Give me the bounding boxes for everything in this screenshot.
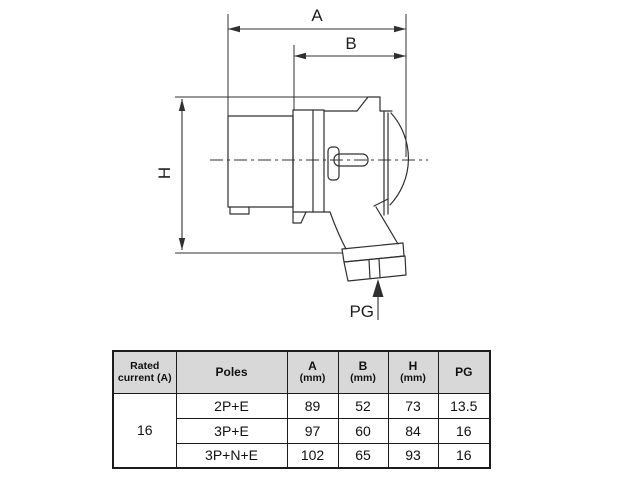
rear-box-foot: [229, 206, 250, 215]
table-row: 3P+N+E 102 65 93 16: [113, 442, 491, 469]
cell-b-0: 52: [337, 392, 389, 419]
pg-arrow-head: [372, 279, 384, 297]
header-b-mm: B (mm): [337, 350, 389, 394]
cell-b-1: 60: [337, 417, 389, 444]
dim-h-arrow-top: [178, 99, 186, 111]
dimension-h: H: [155, 96, 368, 254]
header-b-letter: B: [358, 358, 368, 373]
dimension-a: A: [227, 6, 407, 157]
cell-a-2: 102: [286, 442, 339, 469]
dim-b-arrow-left: [294, 52, 306, 60]
header-a-mm: A (mm): [286, 350, 339, 394]
header-poles: Poles: [175, 350, 288, 394]
header-rated-current: Rated current (A): [112, 350, 177, 394]
spout-shoulder: [373, 198, 389, 207]
gland-nut: [343, 255, 407, 282]
cell-poles-1: 3P+E: [175, 417, 288, 444]
latch-tab: [356, 96, 381, 112]
spout-left-edge: [329, 211, 347, 250]
cell-pg-2: 16: [437, 442, 491, 469]
dome-face-arc: [389, 112, 409, 206]
cell-a-0: 89: [286, 392, 339, 419]
gland-nut-facet-1: [368, 259, 371, 279]
header-b-unit: (mm): [350, 372, 376, 385]
cell-h-2: 93: [387, 442, 439, 469]
header-a-unit: (mm): [299, 372, 326, 385]
header-h-letter: H: [408, 358, 418, 373]
cell-poles-0: 2P+E: [175, 392, 288, 419]
cell-poles-2: 3P+N+E: [175, 442, 288, 469]
dim-a-arrow-left: [228, 25, 240, 33]
dim-b-arrow-right: [394, 52, 406, 60]
dim-h-label: H: [155, 167, 174, 179]
cell-h-1: 84: [387, 417, 439, 444]
dim-b-label: B: [345, 34, 356, 53]
header-a-letter: A: [308, 358, 317, 373]
pg-label: PG: [349, 302, 374, 321]
gland-nut-facet-2: [378, 258, 381, 278]
cell-rated-current: 16: [112, 392, 177, 469]
spout-right-edge: [375, 206, 399, 245]
rear-box: [227, 115, 294, 208]
pin-mount: [327, 146, 340, 181]
table-row: 3P+E 97 60 84 16: [113, 417, 491, 444]
collar-foot: [292, 211, 307, 224]
connector-dimension-drawing: A B H: [155, 6, 428, 321]
connector-outline: [210, 96, 428, 282]
header-h-unit: (mm): [400, 372, 426, 385]
cell-h-0: 73: [387, 392, 439, 419]
dimensions-table: Rated current (A) Poles A (mm) B (mm) H …: [112, 350, 491, 469]
cell-a-1: 97: [286, 417, 339, 444]
dimension-b: B: [293, 34, 406, 110]
cell-pg-1: 16: [437, 417, 491, 444]
dim-h-arrow-bottom: [178, 238, 186, 250]
table-header-row: Rated current (A) Poles A (mm) B (mm) H …: [112, 350, 491, 394]
header-h-mm: H (mm): [387, 350, 439, 394]
mounting-collar: [292, 109, 325, 213]
table-row: 16 2P+E 89 52 73 13.5: [112, 392, 491, 469]
header-pg: PG: [437, 350, 491, 394]
dim-a-label: A: [311, 6, 323, 25]
cell-pg-0: 13.5: [437, 392, 491, 419]
cell-b-2: 65: [337, 442, 389, 469]
dim-a-arrow-right: [394, 25, 406, 33]
pg-callout: PG: [349, 279, 384, 321]
